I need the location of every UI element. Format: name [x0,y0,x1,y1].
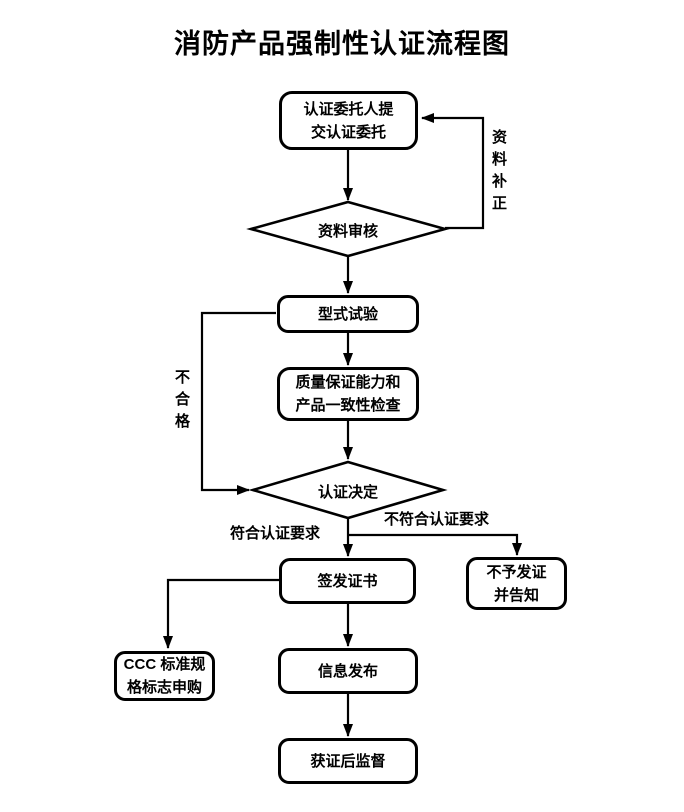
node-post-cert-supervision: 获证后监督 [278,738,418,784]
node-type-test: 型式试验 [277,295,419,333]
certification-decision-diamond-shape [248,460,448,520]
node-ccc-mark-purchase: CCC 标准规 格标志申购 [114,651,215,701]
edge-label-not-meets-requirements: 不符合认证要求 [384,511,490,528]
edge-label-material-correction: 资料补正 [490,129,507,217]
node-info-release: 信息发布 [278,648,418,694]
node-quality-consistency-check: 质量保证能力和 产品一致性检查 [277,367,419,421]
edge-unqualified-loop [200,311,276,495]
edge-review-correction-loop [421,113,485,230]
page-title: 消防产品强制性认证流程图 [174,29,510,59]
node-submit-application: 认证委托人提 交认证委托 [279,91,418,150]
node-issue-certificate: 签发证书 [279,558,416,604]
node-no-certificate-notice: 不予发证 并告知 [466,557,567,610]
edge-label-unqualified: 不合格 [173,369,190,435]
node-certification-decision-label: 认证决定 [317,484,378,501]
edge-issue-to-ccc [163,578,279,649]
node-material-review-label: 资料审核 [317,223,378,240]
material-review-diamond-shape [246,200,450,258]
edge-label-meets-requirements: 符合认证要求 [230,525,321,542]
edge-decision-to-no-cert [348,533,522,556]
